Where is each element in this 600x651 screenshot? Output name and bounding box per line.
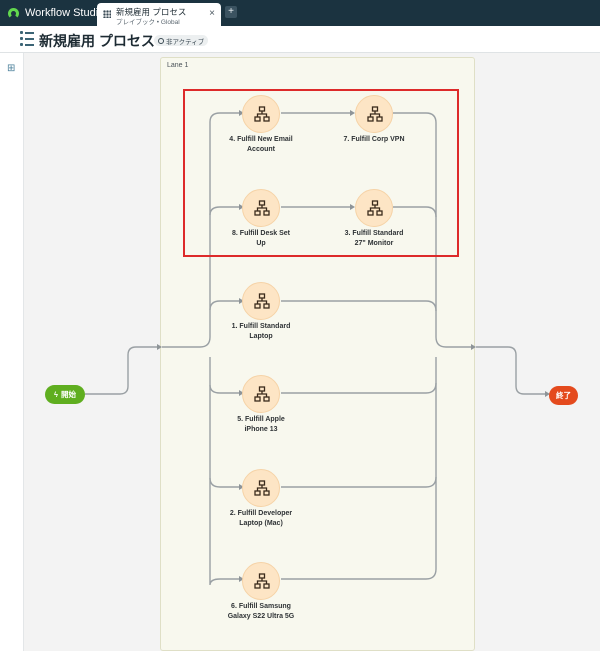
tab-subtitle: プレイブック • Global (116, 19, 180, 26)
close-icon[interactable]: × (209, 8, 215, 19)
page-title: 新規雇用 プロセス (39, 33, 155, 49)
arrowhead (471, 344, 476, 350)
edge-branch-1 (162, 112, 240, 348)
side-rail: ⊞ (0, 53, 24, 651)
arrowhead (239, 204, 244, 210)
app-logo-icon (8, 7, 19, 19)
task-node-4[interactable] (242, 95, 280, 133)
end-label: 終了 (556, 391, 571, 400)
edge-n1-join (281, 300, 437, 312)
edge-branch-3 (209, 300, 240, 311)
task-node-6[interactable] (242, 562, 280, 600)
bolt-icon: ϟ (54, 390, 58, 399)
flow-hierarchy-icon (254, 480, 270, 496)
end-node[interactable]: 終了 (549, 386, 578, 405)
arrowhead (239, 110, 244, 116)
status-badge: 非アクティブ (154, 35, 209, 46)
app-title: Workflow Studio (25, 7, 105, 19)
info-icon (158, 37, 164, 44)
flow-hierarchy-icon (254, 386, 270, 402)
flow-hierarchy-icon (254, 106, 270, 122)
status-label: 非アクティブ (166, 38, 205, 46)
task-node-2[interactable] (242, 469, 280, 507)
task-node-7[interactable] (355, 95, 393, 133)
flow-hierarchy-icon (254, 293, 270, 309)
edge-n7-join (393, 112, 472, 348)
edge-n5-join (281, 382, 437, 394)
task-node-1[interactable] (242, 282, 280, 320)
grid-icon (103, 10, 111, 18)
arrowhead (239, 484, 244, 490)
arrowhead (239, 576, 244, 582)
highlight-box (183, 89, 459, 257)
page-header: 新規雇用 プロセス 非アクティブ (0, 26, 600, 53)
edge-branch-5 (209, 384, 240, 394)
task-node-3[interactable] (355, 189, 393, 227)
arrowhead (239, 390, 244, 396)
tab-title: 新規雇用 プロセス (116, 7, 187, 17)
lane[interactable]: Lane 1 (160, 57, 475, 651)
edge-branch-2 (209, 206, 240, 216)
task-label-7: 7. Fulfill Corp VPN (343, 136, 405, 143)
arrowhead (157, 344, 162, 350)
arrowhead (239, 298, 244, 304)
edge-branch-6 (209, 477, 240, 488)
flow-hierarchy-icon (254, 573, 270, 589)
arrowhead (350, 204, 355, 210)
tab-playbook[interactable]: 新規雇用 プロセス プレイブック • Global × (97, 3, 221, 26)
arrowhead (350, 110, 355, 116)
start-label: 開始 (60, 390, 76, 399)
flow-hierarchy-icon (254, 200, 270, 216)
app-brand[interactable]: Workflow Studio (8, 0, 104, 26)
edge-branch-4 (209, 357, 240, 586)
top-bar: Workflow Studio 新規雇用 プロセス プレイブック • Globa… (0, 0, 600, 26)
edge-n6-join (281, 357, 437, 580)
new-tab-button[interactable]: + (225, 6, 237, 18)
tree-icon[interactable]: ⊞ (7, 63, 16, 74)
start-node[interactable]: ϟ 開始 (45, 385, 85, 404)
task-node-5[interactable] (242, 375, 280, 413)
task-node-8[interactable] (242, 189, 280, 227)
arrowhead (545, 391, 550, 397)
edge-n3-join (393, 206, 437, 218)
edge-end (476, 346, 546, 395)
flow-hierarchy-icon (367, 106, 383, 122)
flow-hierarchy-icon (367, 200, 383, 216)
edge-n2-join (281, 476, 437, 488)
edge-start (85, 346, 157, 395)
lane-label: Lane 1 (167, 62, 189, 69)
playbook-icon (20, 31, 34, 46)
